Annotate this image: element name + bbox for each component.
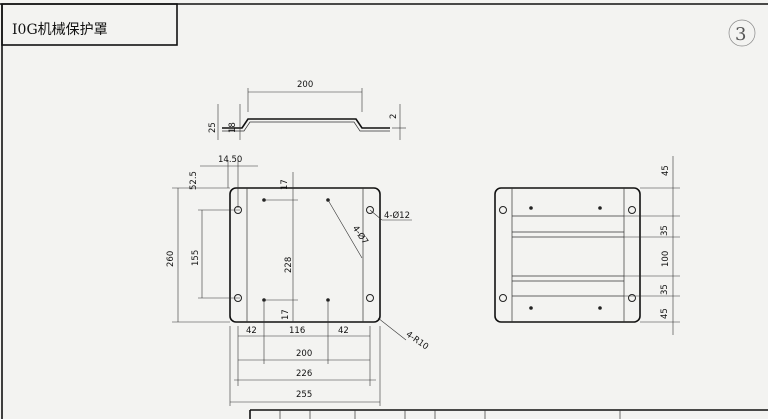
small-hole: [529, 306, 533, 310]
mount-hole: [366, 294, 374, 302]
inner-height-label: 228: [284, 257, 294, 273]
side-height-label: 25: [208, 122, 218, 133]
mount-hole: [628, 294, 636, 302]
small-hole: [598, 206, 602, 210]
margin-right-label: 42: [338, 326, 349, 336]
right-dim-2: 35: [660, 225, 670, 236]
title-block: [1, 3, 178, 46]
width-mid-label: 226: [296, 369, 312, 379]
front-view: 260 155 52.5 14.50 228 17 17 4-Ø12 4-Ø7 …: [166, 155, 430, 406]
side-thickness-label: 2: [389, 114, 399, 119]
drawing-title: I0G机械保护罩: [12, 22, 108, 38]
inner-margin-top-label: 17: [280, 179, 290, 190]
right-dim-5: 45: [660, 308, 670, 319]
corner-callout: 4-R10: [404, 330, 430, 353]
inner-margin-bottom-label: 17: [281, 309, 291, 320]
side-width-label: 200: [297, 80, 313, 90]
small-hole: [326, 298, 330, 302]
side-view: 200 25 18 2: [208, 80, 406, 140]
margin-left-label: 42: [246, 326, 257, 336]
hole-callout: 4-Ø12: [384, 210, 410, 221]
hole-spacing-v-label: 155: [191, 250, 201, 266]
mount-hole: [499, 294, 507, 302]
mount-hole: [499, 206, 507, 214]
mount-hole: [628, 206, 636, 214]
right-view: 45 35 100 35 45: [494, 156, 680, 335]
mount-hole: [366, 206, 374, 214]
right-dim-3: 100: [661, 251, 671, 267]
side-flange-label: 18: [228, 122, 238, 133]
page-number-circle: [728, 19, 756, 47]
top-gap-label: 14.50: [218, 155, 242, 165]
right-dim-1: 45: [661, 165, 671, 176]
right-dim-4: 35: [660, 284, 670, 295]
small-hole: [529, 206, 533, 210]
center-spacing-label: 116: [289, 326, 305, 336]
front-height-label: 260: [166, 251, 176, 267]
width-total-label: 255: [296, 390, 312, 400]
bottom-table: [249, 409, 768, 419]
top-offset-label: 52.5: [189, 171, 199, 190]
page-number: 3: [735, 24, 746, 45]
width-inner-label: 200: [296, 349, 312, 359]
front-plate-outline: [229, 187, 381, 323]
small-hole: [598, 306, 602, 310]
right-plate-outline: [494, 187, 641, 323]
